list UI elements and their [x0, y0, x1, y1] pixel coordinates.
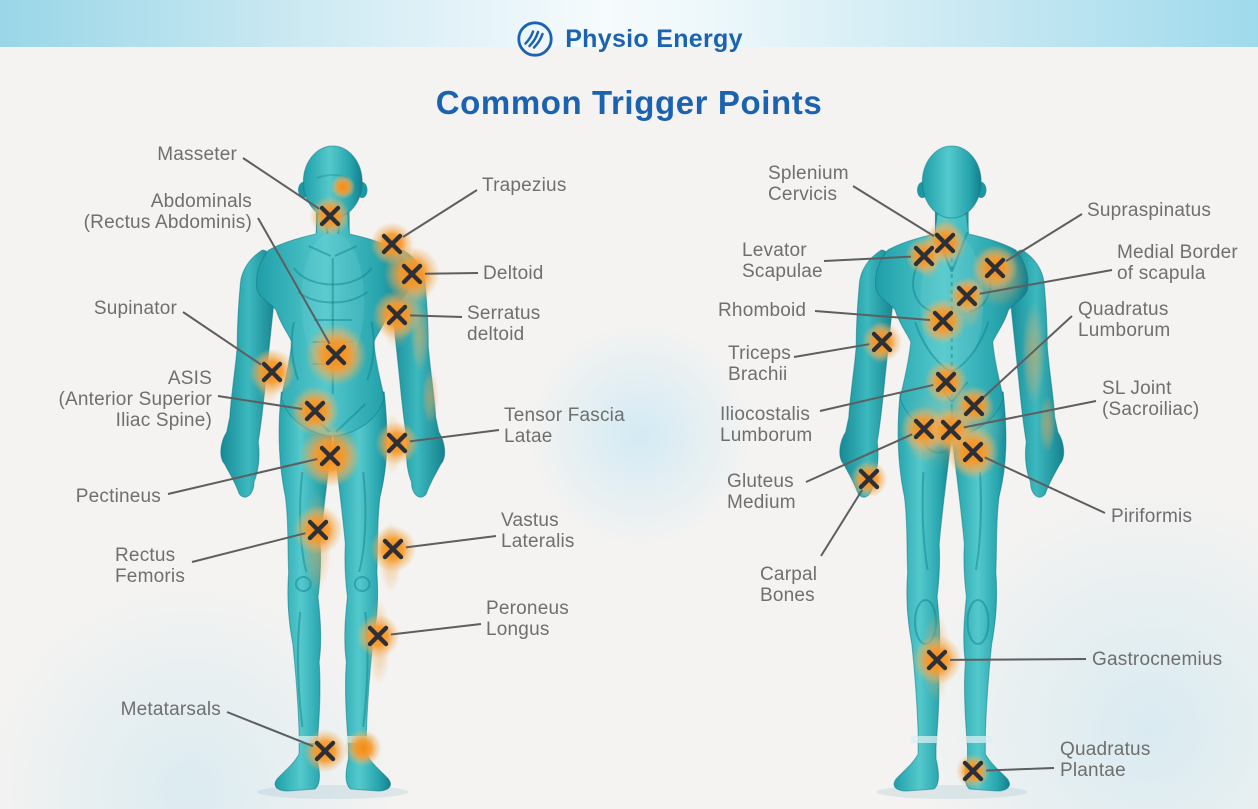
- leader-line: [852, 185, 935, 238]
- trigger-x-marker: [319, 445, 341, 467]
- leader-line: [949, 658, 1087, 661]
- leader-line: [823, 255, 912, 262]
- trigger-x-marker: [963, 395, 985, 417]
- trigger-x-marker: [935, 371, 957, 393]
- leader-line: [242, 157, 320, 210]
- leader-line: [985, 767, 1055, 772]
- leader-line: [979, 269, 1113, 295]
- leader-line: [217, 395, 303, 411]
- trigger-x-marker: [381, 233, 403, 255]
- trigger-x-marker: [913, 418, 935, 440]
- trigger-x-marker: [940, 419, 962, 441]
- physio-energy-logo-icon: [517, 21, 553, 57]
- leader-line: [984, 456, 1106, 514]
- leader-line: [424, 272, 479, 275]
- trigger-x-marker: [386, 304, 408, 326]
- leader-line: [390, 623, 482, 636]
- trigger-x-marker: [956, 285, 978, 307]
- trigger-x-marker: [858, 468, 880, 490]
- brand-logo: Physio Energy: [0, 19, 1258, 59]
- leader-line: [409, 429, 500, 443]
- trigger-x-marker: [871, 331, 893, 353]
- trigger-x-marker: [261, 361, 283, 383]
- leader-line: [819, 383, 934, 412]
- top-band: [0, 0, 1258, 47]
- leader-line: [1005, 213, 1083, 262]
- page-title: Common Trigger Points: [435, 84, 823, 121]
- leader-line: [982, 315, 1073, 398]
- trigger-x-marker: [325, 344, 347, 366]
- leader-line: [820, 489, 863, 557]
- trigger-x-marker: [367, 625, 389, 647]
- trigger-x-marker: [401, 263, 423, 285]
- brand-name: Physio Energy: [565, 24, 743, 53]
- trigger-x-marker: [319, 205, 341, 227]
- leader-line: [167, 457, 318, 495]
- trigger-x-marker: [382, 538, 404, 560]
- trigger-x-marker: [962, 760, 984, 782]
- trigger-x-marker: [926, 649, 948, 671]
- leader-line: [963, 400, 1097, 429]
- trigger-x-marker: [913, 245, 935, 267]
- leader-line: [405, 535, 497, 549]
- leader-line: [793, 343, 870, 358]
- trigger-glow: [344, 729, 382, 767]
- trigger-x-marker: [314, 740, 336, 762]
- trigger-x-marker: [934, 232, 956, 254]
- leader-line: [409, 314, 463, 318]
- trigger-x-marker: [962, 441, 984, 463]
- trigger-x-marker: [984, 257, 1006, 279]
- trigger-glow: [330, 174, 356, 200]
- leader-line: [805, 433, 913, 483]
- trigger-x-marker: [386, 432, 408, 454]
- trigger-x-marker: [304, 400, 326, 422]
- leader-line: [226, 711, 314, 748]
- leader-line: [182, 311, 262, 366]
- leader-line: [191, 532, 306, 563]
- leader-line: [402, 189, 478, 238]
- leader-line: [257, 217, 331, 345]
- trigger-x-marker: [932, 310, 954, 332]
- leader-line: [814, 310, 931, 321]
- trigger-x-marker: [307, 519, 329, 541]
